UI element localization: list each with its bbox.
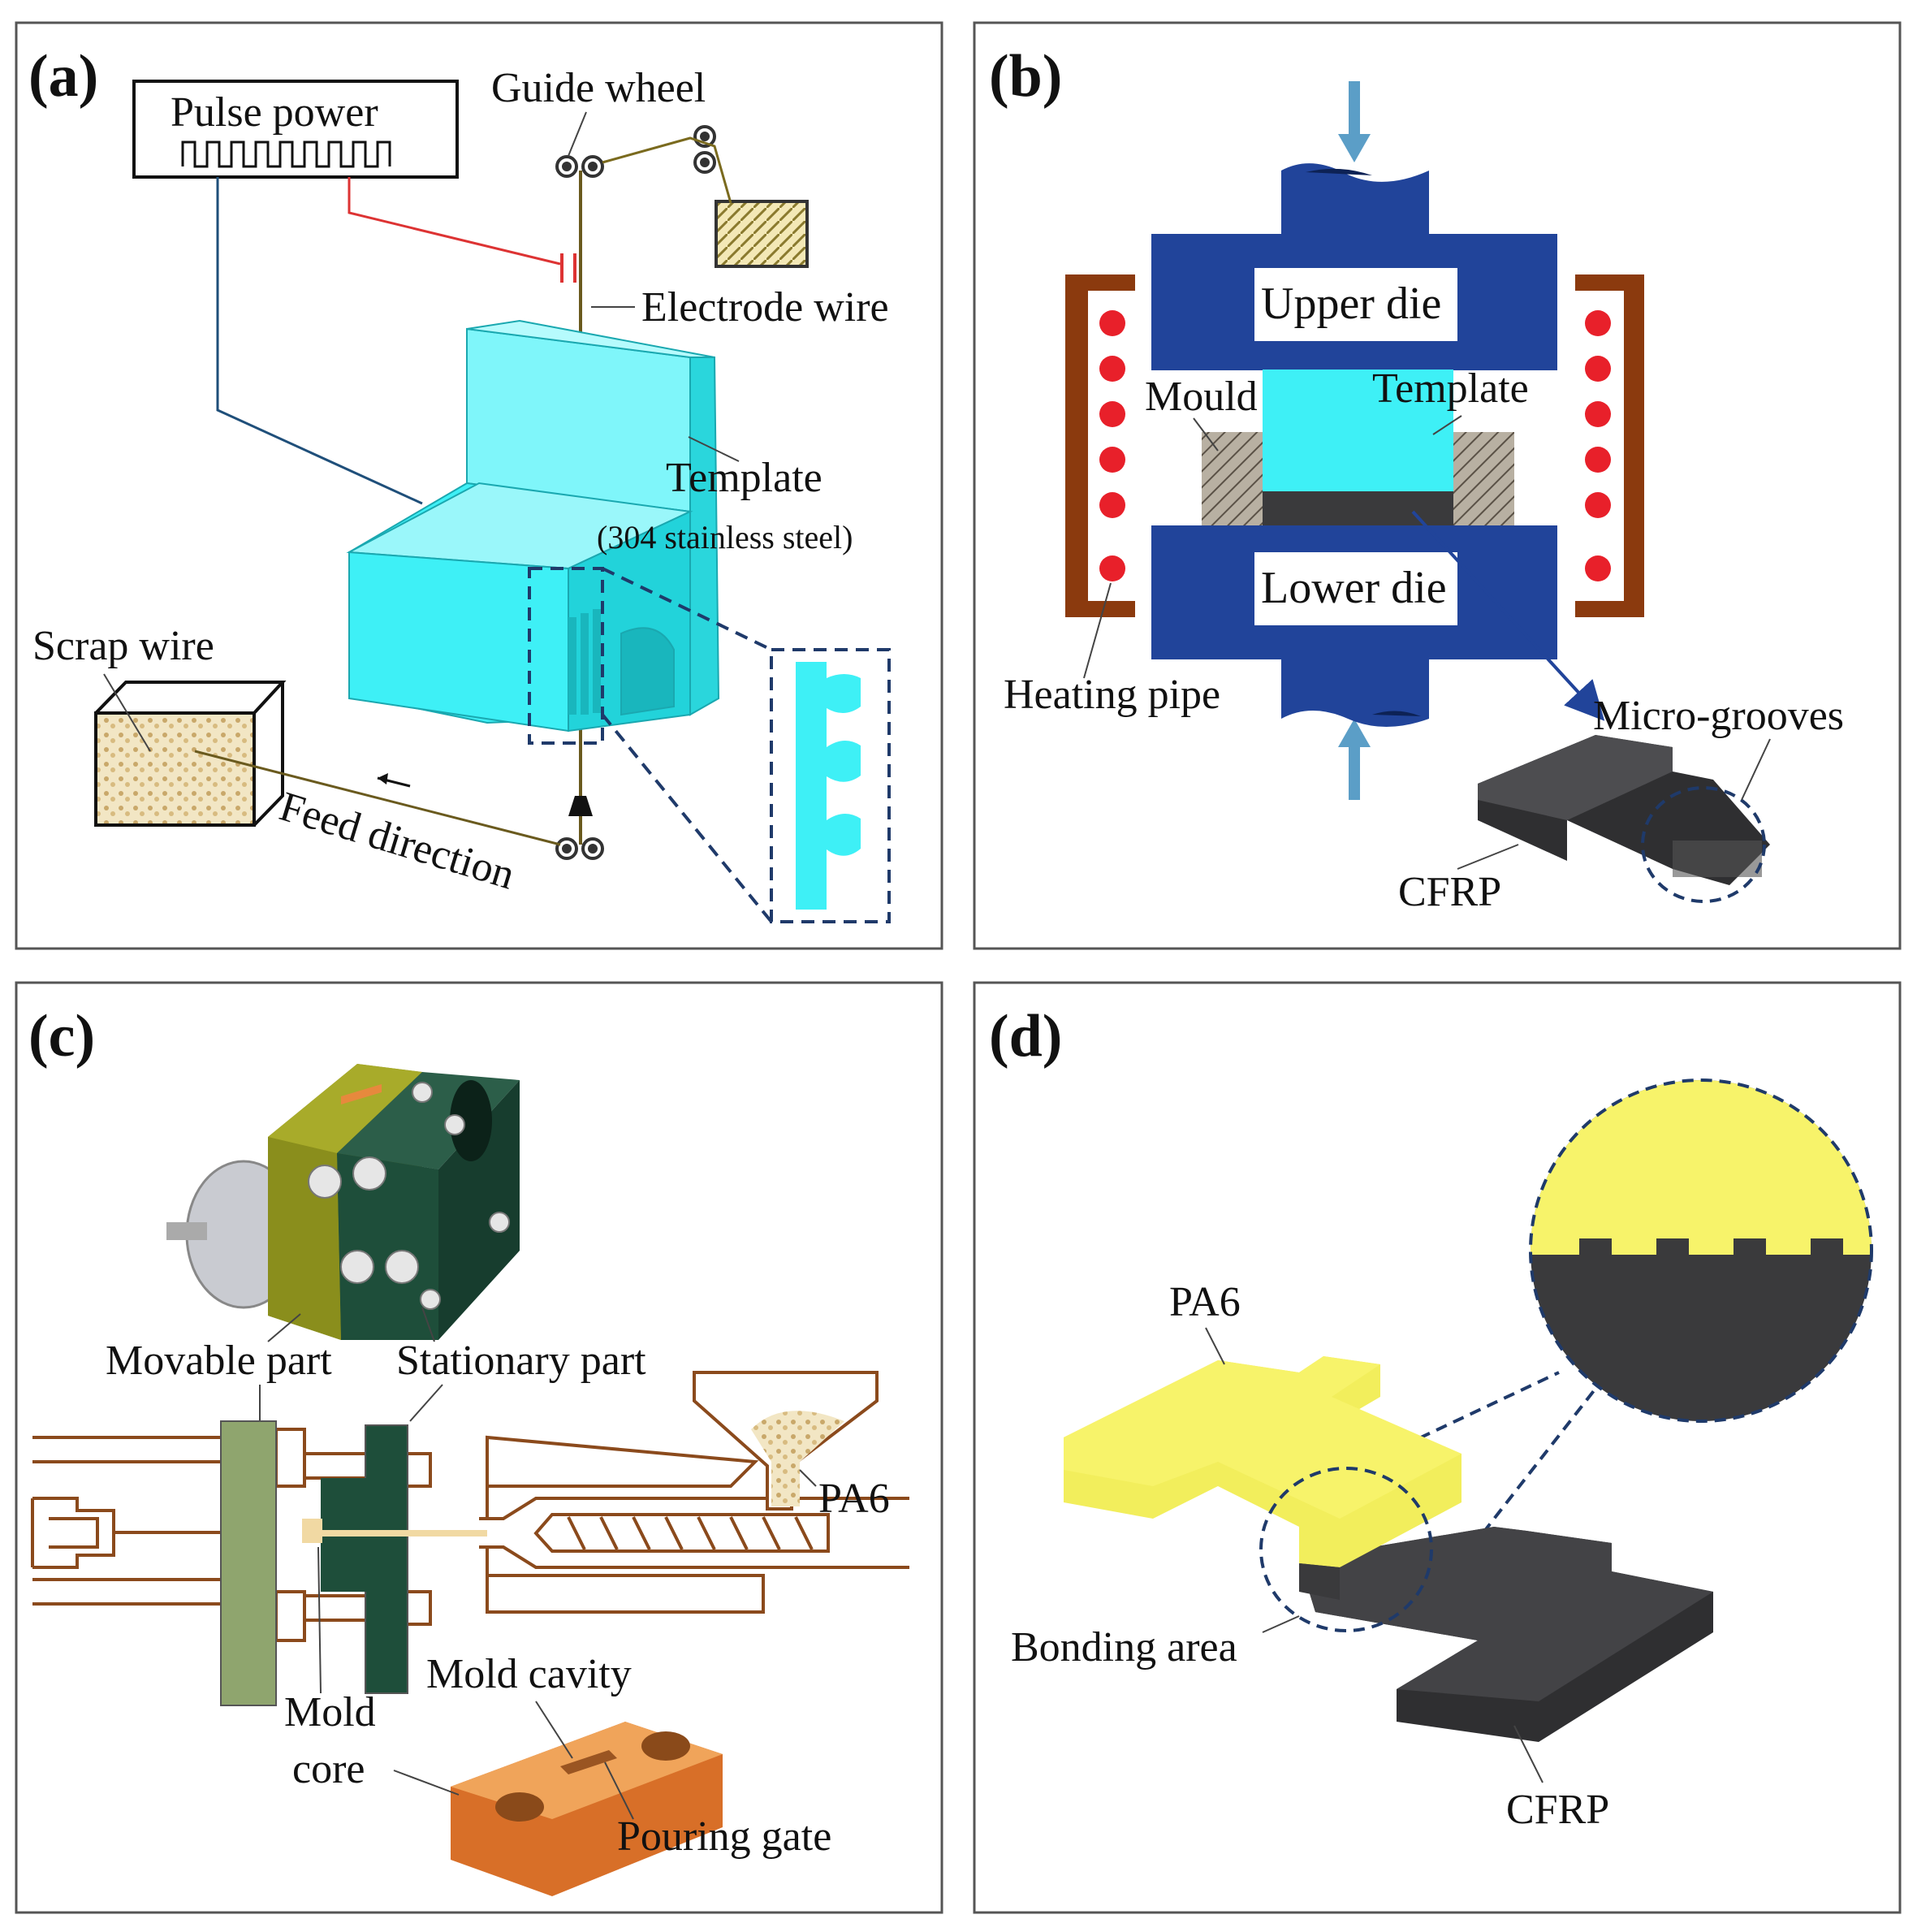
panel-d-frame [973,981,1902,1914]
panel-a: (a) Pulse power Guide wheel Electrode wi… [15,21,943,950]
panel-b-label: (b) [989,43,1062,110]
template-label-b: Template [1372,365,1529,412]
panel-a-label: (a) [28,43,98,110]
injection-machine [31,1428,909,1642]
scrap-wire-bin [94,681,287,827]
mold-cavity-label: Mold cavity [426,1651,632,1697]
mold-cavity-block [451,1722,723,1896]
cfrp-charge [1263,491,1453,525]
groove-zoom-box [770,648,891,923]
groove-highlight-box [528,567,604,745]
cfrp-label-b: CFRP [1398,869,1501,915]
mould-label: Mould [1145,374,1258,420]
lower-die-label: Lower die [1261,563,1447,613]
scrap-feed-wire [194,750,561,846]
negative-lead [216,177,423,505]
electrode-wire-label: Electrode wire [641,284,889,331]
template-core [1263,370,1453,491]
guide-wheel-leader [568,111,587,157]
pouring-gate-leader [604,1761,634,1820]
scrap-wire-label: Scrap wire [32,623,214,669]
panel-a-frame [15,21,943,950]
movable-platen [220,1420,277,1706]
panel-c: (c) Movable part Stationary part [15,981,943,1914]
panel-d: (d) PA6 Bonding area CFRP [973,981,1902,1914]
mold-core-leader-2 [393,1770,460,1796]
wire-to-spool [602,136,732,204]
mold-core-label-2: core [292,1746,365,1792]
template-leader [688,436,740,462]
mold-cavity-leader [535,1701,573,1759]
upper-die [1151,163,1557,370]
stationary-part-leader [421,1307,435,1342]
pa6-label-c: PA6 [818,1476,890,1522]
pa6-leader-c [799,1469,817,1487]
groove-profile [796,662,861,910]
heater-left [1065,274,1135,617]
template-block [346,319,720,733]
movable-part-leader [267,1313,301,1342]
template-label: Template [666,455,822,501]
bonding-area-label: Bonding area [1011,1624,1237,1671]
stationary-part-leader-2 [409,1384,443,1422]
mould-right [1453,432,1514,525]
panel-b: (b) Upper die Mould Template Lower [973,21,1902,950]
panel-b-frame [973,21,1902,950]
mold-core-insert [302,1519,322,1543]
pa6-pellets [751,1411,844,1506]
cfrp-specimen-d [1299,1527,1713,1742]
scrap-wire-leader [103,673,151,752]
stationary-part-label: Stationary part [396,1338,646,1384]
pulse-power-label: Pulse power [171,89,378,136]
cfrp-leader-b [1457,844,1519,870]
pa6-label-d: PA6 [1169,1279,1241,1325]
mould-leader [1193,417,1219,452]
micro-grooves-label: Micro-grooves [1593,693,1844,739]
heating-element-icons [1099,310,1611,581]
template-leader-b [1432,415,1462,435]
wire-spool [715,200,809,268]
mold-core-label-1: Mold [284,1689,376,1735]
pa6-leader-d [1205,1327,1225,1365]
panel-c-label: (c) [28,1003,95,1070]
upper-die-label: Upper die [1261,279,1441,329]
template-material-label: (304 stainless steel) [597,519,853,555]
mould-left [1202,432,1263,525]
mold-core-leader [317,1546,322,1694]
heating-pipe-leader [1083,582,1112,679]
pa6-specimen [1064,1356,1461,1600]
micro-grooves-highlight [1641,786,1766,903]
lower-die [1151,525,1557,727]
micro-groove-arrow [1411,510,1605,721]
feed-direction-label: Feed direction [274,784,520,899]
positive-lead [348,177,561,266]
pulse-waveform-icon [181,140,391,168]
heater-right [1575,274,1644,617]
bonding-area-highlight [1259,1467,1433,1632]
pouring-gate-label: Pouring gate [617,1813,831,1860]
pulse-power-box [132,80,459,179]
movable-part-label: Movable part [106,1338,332,1384]
cfrp-leader-d [1513,1725,1544,1783]
mold-assembly [166,1064,520,1340]
callout-line-bottom [601,713,773,923]
heating-pipe-label: Heating pipe [1004,672,1220,718]
panel-c-frame [15,981,943,1914]
cfrp-label-d: CFRP [1506,1787,1609,1833]
bonding-area-leader [1262,1615,1300,1633]
lower-nozzle-icon [568,796,593,816]
callout-line-top [602,567,772,651]
micro-grooves-leader [1741,738,1771,801]
panel-d-label: (d) [989,1003,1062,1070]
bonding-zoom-circle [1529,1078,1873,1423]
cfrp-specimen-b [1478,735,1770,885]
guide-wheel-label: Guide wheel [491,65,706,111]
